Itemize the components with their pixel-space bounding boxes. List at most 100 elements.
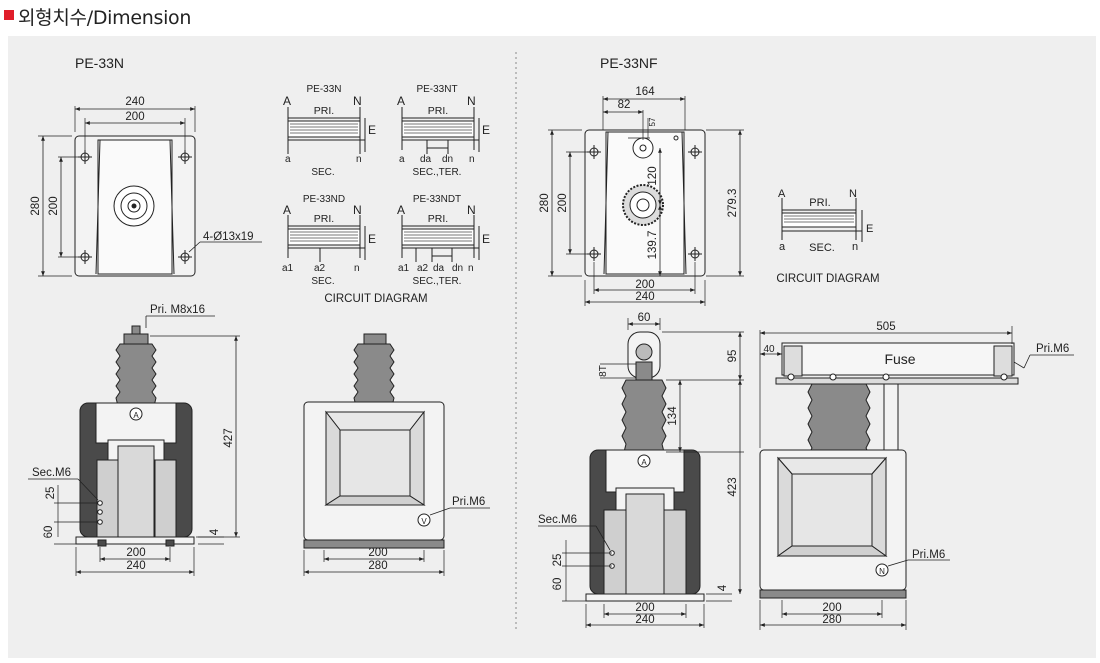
dim-label: 200 (126, 547, 145, 559)
terminal-label: dn (442, 154, 453, 165)
dim-label: 40 (763, 344, 775, 355)
dim-label: 95 (727, 350, 739, 363)
terminal-label: A (283, 94, 291, 108)
circuit-caption: CIRCUIT DIAGRAM (776, 273, 879, 285)
winding-label: PRI. (314, 213, 334, 225)
winding-label: SEC. (311, 276, 334, 287)
dim-label: 240 (125, 96, 144, 108)
winding-label: PRI. (809, 197, 830, 209)
dim-label: 4 (209, 528, 221, 535)
terminal-label: a1 (282, 263, 294, 274)
terminal-label: N (849, 188, 857, 200)
earth-label: E (368, 123, 376, 137)
pe33nf-top-view-labels: 164 82 57 120 139.7 279.3 280 200 200 24… (539, 86, 739, 303)
dim-label: 427 (223, 428, 235, 447)
pe33nf-side-view (759, 326, 1074, 630)
dim-label: 200 (557, 193, 569, 212)
circuit-pe33ndt: PE-33NDT A N PRI. E a1 a2 da dn n SEC.,T… (397, 194, 490, 287)
secondary-terminal-note: Sec.M6 (32, 467, 71, 479)
dim-label: 279.3 (727, 189, 739, 218)
pe33n-front-view-labels: Pri. M8x16 427 Sec.M6 25 60 4 200 240 A (32, 304, 235, 572)
dim-label: 60 (638, 312, 651, 324)
dim-label: 60 (552, 578, 564, 591)
terminal-label: a (399, 154, 405, 165)
circuit-pe33n: PE-33N A N PRI. E a n SEC. (283, 84, 376, 178)
winding-label: SEC.,TER. (413, 276, 462, 287)
model-title-pe33n: PE-33N (75, 55, 124, 71)
dim-label: 200 (125, 111, 144, 123)
dim-label: 60 (43, 526, 55, 539)
pe33n-top-view (38, 106, 262, 277)
earth-label: E (866, 223, 873, 235)
model-title-pe33nf: PE-33NF (600, 55, 658, 71)
terminal-label: N (353, 94, 362, 108)
pe33n-front-view (28, 315, 240, 576)
terminal-label: n (469, 154, 475, 165)
terminal-label: a1 (398, 263, 410, 274)
circuit-caption: CIRCUIT DIAGRAM (324, 293, 427, 305)
winding-label: SEC.,TER. (413, 167, 462, 178)
circuit-pe33nd: PE-33ND A N PRI. E a1 a2 n SEC. (282, 194, 376, 287)
terminal-label: n (468, 263, 474, 274)
pe33nf-front-view (538, 318, 744, 628)
terminal-marker: A (133, 411, 139, 420)
earth-label: E (482, 123, 490, 137)
pe33n-side-view-labels: Pri.M6 200 280 V (368, 496, 485, 572)
earth-label: E (482, 232, 490, 246)
circuit-title: PE-33N (306, 84, 341, 95)
dim-label: 280 (368, 560, 387, 572)
dim-label: 280 (30, 196, 42, 215)
primary-terminal-note: Pri.M6 (912, 549, 945, 561)
dim-label: 8T (598, 365, 609, 377)
fuse-body (781, 342, 1015, 376)
circuit-title: PE-33NT (416, 84, 457, 95)
winding-label: SEC. (311, 167, 334, 178)
dim-label: 240 (635, 614, 654, 626)
mounting-hole (178, 250, 192, 264)
primary-terminal-note: Pri.M6 (1036, 343, 1069, 355)
terminal-label: da (420, 154, 432, 165)
pe33nf-side-view-labels: 505 40 Fuse Pri.M6 Pri.M6 200 280 N (763, 321, 1069, 626)
dim-label: 57 (648, 117, 657, 126)
winding-label: PRI. (428, 213, 448, 225)
dim-label: 200 (822, 602, 841, 614)
circuit-pe33nt: PE-33NT A N PRI. E a da dn n SEC.,TER. (397, 84, 490, 178)
terminal-label: A (778, 188, 786, 200)
terminal-label: N (467, 94, 476, 108)
dim-label: 240 (635, 291, 654, 303)
terminal-label: a (285, 154, 291, 165)
red-square-icon (4, 10, 14, 20)
section-title: 외형치수/Dimension (18, 7, 192, 29)
terminal-note: Pri. M8x16 (150, 304, 205, 316)
terminal-label: dn (452, 263, 463, 274)
pe33n-side-view (303, 333, 490, 576)
mounting-hole (178, 150, 192, 164)
terminal-label: N (353, 203, 362, 217)
dim-label: 240 (126, 560, 145, 572)
dim-label: 139.7 (647, 231, 659, 260)
mounting-hole (78, 150, 92, 164)
terminal-marker: A (641, 458, 647, 467)
circuit-pe33nf: A N PRI. E a n SEC. CIRCUIT DIAGRAM (776, 188, 879, 285)
secondary-terminal-note: Sec.M6 (538, 514, 577, 526)
dim-label: 25 (552, 554, 564, 567)
mounting-hole (78, 250, 92, 264)
dim-label: 280 (822, 614, 841, 626)
dim-label: 25 (45, 487, 57, 500)
terminal-label: A (397, 94, 405, 108)
pe33nf-top-view (548, 96, 744, 306)
dim-label: 82 (618, 99, 631, 111)
pe33n-top-view-labels: 240 200 280 200 4-Ø13x19 (30, 96, 254, 243)
pe33nf-front-view-labels: 60 95 8T 134 423 Sec.M6 25 60 4 200 240 … (538, 312, 739, 626)
primary-terminal-note: Pri.M6 (452, 496, 485, 508)
dim-label: 200 (635, 279, 654, 291)
dim-label: 505 (876, 321, 895, 333)
hole-note: 4-Ø13x19 (203, 231, 254, 243)
dim-label: 200 (48, 196, 60, 215)
terminal-label: a (779, 241, 786, 253)
dim-label: 164 (635, 86, 655, 98)
terminal-label: A (397, 203, 405, 217)
terminal-label: N (467, 203, 476, 217)
terminal-label: a2 (314, 263, 326, 274)
